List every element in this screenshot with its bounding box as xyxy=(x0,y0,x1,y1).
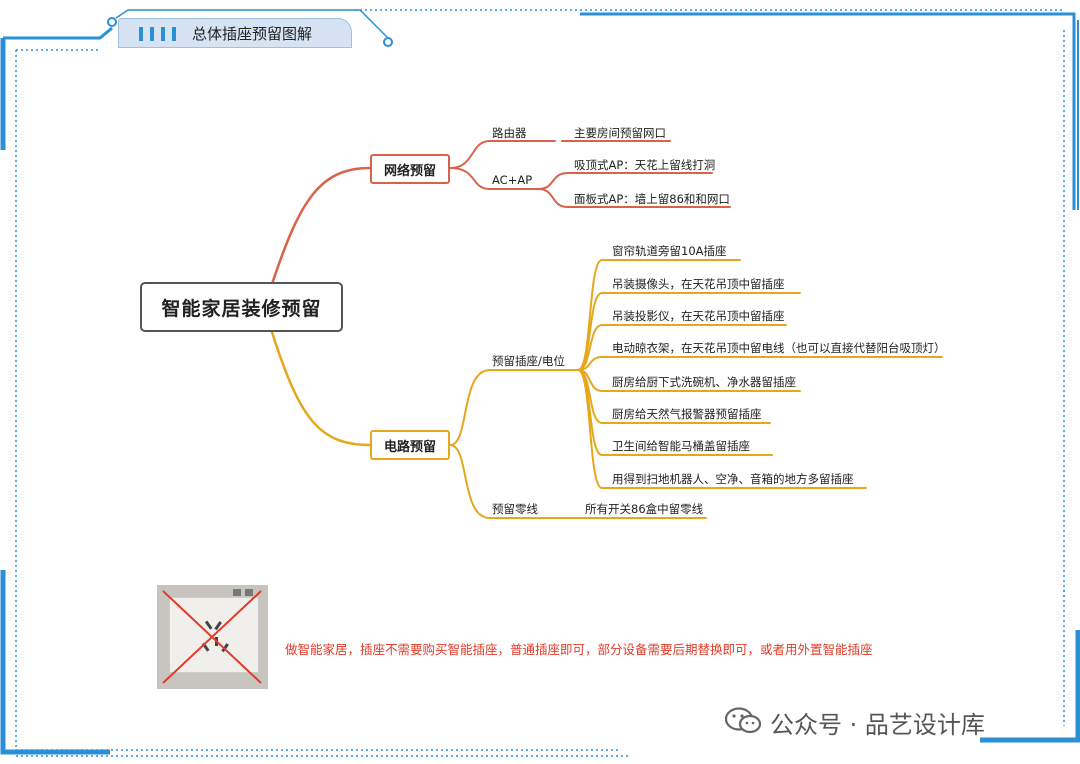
mindmap-root: 智能家居装修预留 xyxy=(140,282,343,332)
socket-item: 厨房给厨下式洗碗机、净水器留插座 xyxy=(612,375,796,389)
connector-acap-ap2 xyxy=(537,188,731,208)
watermark-text: 公众号 · 品艺设计库 xyxy=(770,711,985,739)
socket-illustration xyxy=(162,589,262,684)
socket-item: 卫生间给智能马桶盖留插座 xyxy=(612,439,750,453)
connector-acap-ap1 xyxy=(537,172,713,190)
header-title: 总体插座预留图解 xyxy=(192,25,313,43)
socket-item: 电动晾衣架，在天花吊顶中留电线（也可以直接代替阳台吸顶灯） xyxy=(612,341,946,355)
connector-root-network xyxy=(270,166,372,286)
acap-item: 面板式AP：墙上留86和和网口 xyxy=(574,192,730,206)
connector-circuit-socket xyxy=(449,369,579,446)
socket-item: 厨房给天然气报警器预留插座 xyxy=(612,407,762,421)
network-branch-node: 网络预留 xyxy=(370,154,450,184)
socket-item: 吊装投影仪，在天花吊顶中留插座 xyxy=(612,309,785,323)
connector-network-acap xyxy=(449,167,539,190)
socket-item: 用得到扫地机器人、空净、音箱的地方多留插座 xyxy=(612,472,854,486)
acap-label: AC+AP xyxy=(492,173,533,187)
socket-item: 吊装摄像头，在天花吊顶中留插座 xyxy=(612,277,785,291)
router-detail: 主要房间预留网口 xyxy=(574,126,666,140)
crossed-socket-photo xyxy=(157,585,268,689)
socket-item: 窗帘轨道旁留10A插座 xyxy=(612,244,727,258)
socket-label: 预留插座/电位 xyxy=(492,354,565,368)
circuit-branch-node: 电路预留 xyxy=(370,430,450,460)
connector-circuit-neutral xyxy=(449,444,579,519)
router-label: 路由器 xyxy=(492,126,527,140)
neutral-label: 预留零线 xyxy=(492,502,538,516)
wechat-icon xyxy=(724,707,762,734)
header-tab xyxy=(118,18,352,48)
connector-root-circuit xyxy=(270,330,372,447)
smart-home-note: 做智能家居，插座不需要购买智能插座，普通插座即可，部分设备需要后期替换即可，或者… xyxy=(285,642,873,657)
connector-network-router xyxy=(449,140,556,169)
header-bars-icon xyxy=(139,26,183,45)
neutral-detail: 所有开关86盒中留零线 xyxy=(585,502,704,516)
acap-item: 吸顶式AP：天花上留线打洞 xyxy=(574,158,716,172)
